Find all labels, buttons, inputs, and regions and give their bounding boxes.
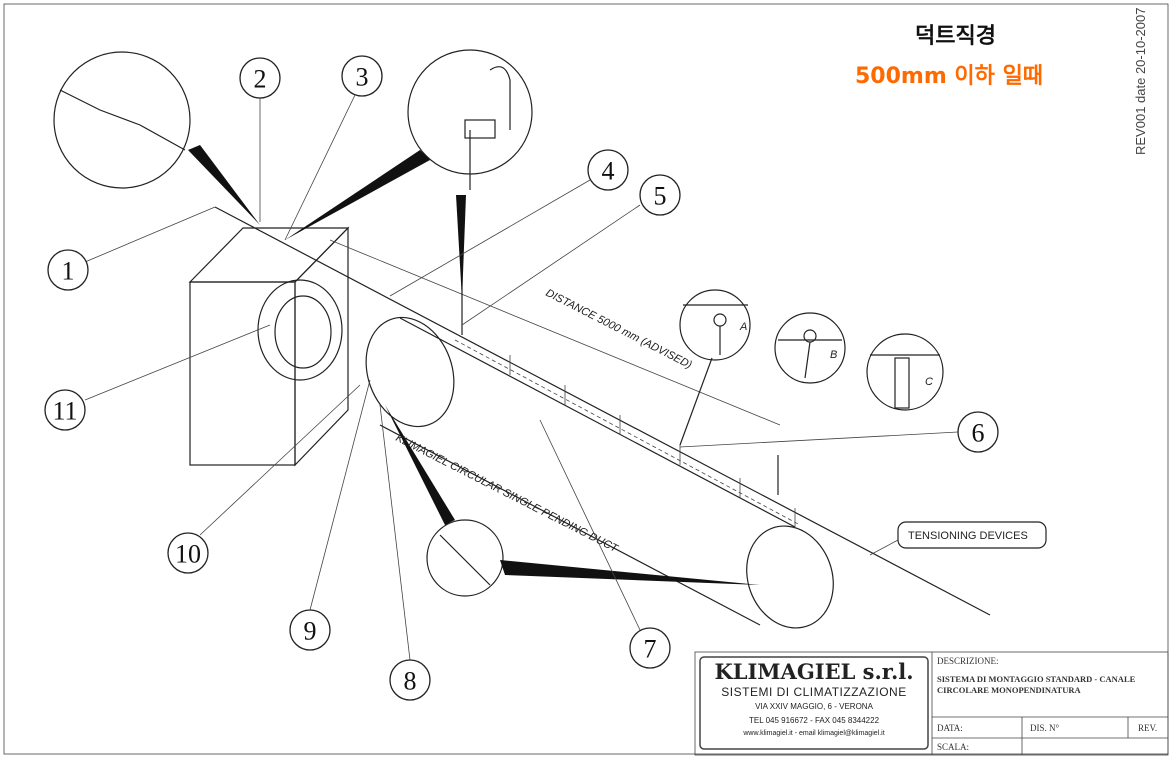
scale-label: SCALA: xyxy=(937,742,970,752)
leader-lines xyxy=(84,94,959,661)
svg-text:11: 11 xyxy=(52,397,77,426)
company-logo-block: KLIMAGIEL s.r.l. SISTEMI DI CLIMATIZZAZI… xyxy=(700,660,928,740)
company-phone: TEL 045 916672 - FAX 045 8344222 xyxy=(748,716,880,725)
callout-11: 11 xyxy=(44,389,86,431)
svg-text:TENSIONING DEVICES: TENSIONING DEVICES xyxy=(908,530,1028,542)
svg-text:4: 4 xyxy=(602,157,615,186)
revision-label: REV. xyxy=(1138,723,1158,733)
drawing-border xyxy=(3,3,1169,755)
svg-text:1: 1 xyxy=(62,257,75,286)
callout-2: 2 xyxy=(239,57,281,99)
callout-6: 6 xyxy=(957,411,999,453)
company-web: www.klimagiel.it - email klimagiel@klima… xyxy=(743,730,885,737)
header-title: 덕트직경 xyxy=(915,24,996,49)
callout-5: 5 xyxy=(639,174,681,216)
company-address: VIA XXIV MAGGIO, 6 - VERONA xyxy=(755,702,873,711)
detail-zipper xyxy=(385,405,760,597)
svg-text:10: 10 xyxy=(175,540,201,569)
callout-3: 3 xyxy=(341,55,383,97)
detail-label-c: C xyxy=(925,376,933,388)
callout-4: 4 xyxy=(587,149,629,191)
header-subtitle: 500mm 이하 일때 xyxy=(855,64,1044,89)
svg-text:3: 3 xyxy=(356,63,369,92)
duct-label: KLIMAGIEL CIRCULAR SINGLE PENDING DUCT xyxy=(394,432,621,556)
svg-text:2: 2 xyxy=(254,65,267,94)
svg-text:7: 7 xyxy=(644,635,657,664)
svg-text:8: 8 xyxy=(404,667,417,696)
svg-text:6: 6 xyxy=(972,419,985,448)
description-label: DESCRIZIONE: xyxy=(937,656,999,666)
revision-date: REV001 date 20-10-2007 xyxy=(1133,7,1148,155)
detail-label-b: B xyxy=(830,349,837,361)
wall-unit xyxy=(188,226,350,467)
svg-text:9: 9 xyxy=(304,617,317,646)
callout-1: 1 xyxy=(47,249,89,291)
callout-8: 8 xyxy=(389,659,431,701)
callout-9: 9 xyxy=(289,609,331,651)
suspension-wire xyxy=(214,206,991,616)
date-label: DATA: xyxy=(937,723,963,733)
company-name: KLIMAGIEL s.r.l. xyxy=(714,659,914,684)
drawing-number-label: DIS. N° xyxy=(1030,723,1060,733)
detail-label-a: A xyxy=(739,321,747,333)
detail-hook-a: A xyxy=(679,289,751,446)
detail-hook-c: C xyxy=(866,333,944,411)
circular-duct xyxy=(365,270,834,629)
detail-cable-clamp xyxy=(285,49,533,300)
detail-turnbuckle xyxy=(53,51,260,225)
description-text: SISTEMA DI MONTAGGIO STANDARD - CANALE C… xyxy=(937,674,1136,695)
detail-hook-b: B xyxy=(774,312,846,384)
title-block-frame xyxy=(694,651,1169,756)
dimension-line xyxy=(329,239,781,426)
callout-7: 7 xyxy=(629,627,671,669)
tensioning-devices-label: TENSIONING DEVICES xyxy=(869,521,1047,556)
svg-text:5: 5 xyxy=(654,182,667,211)
company-tagline: SISTEMI DI CLIMATIZZAZIONE xyxy=(721,685,907,699)
callout-10: 10 xyxy=(167,532,209,574)
